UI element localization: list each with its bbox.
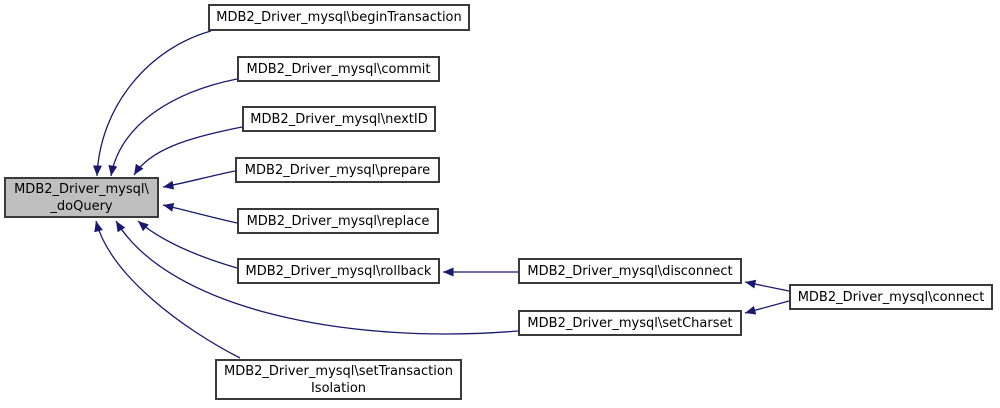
edge-nextid-to-doquery xyxy=(133,126,243,176)
edge-rollback-to-doquery xyxy=(137,220,238,269)
node-nextid[interactable]: MDB2_Driver_mysql\nextID xyxy=(242,106,436,132)
node-replace[interactable]: MDB2_Driver_mysql\replace xyxy=(237,208,439,234)
edge-commit-to-doquery xyxy=(108,78,238,177)
node-settransactionisolation-label-line2: Isolation xyxy=(310,380,367,396)
edge-connect-to-disconnect xyxy=(744,279,790,292)
node-commit-label: MDB2_Driver_mysql\commit xyxy=(246,61,431,77)
edge-settransactionisolation-to-doquery xyxy=(94,220,241,359)
node-setcharset[interactable]: MDB2_Driver_mysql\setCharset xyxy=(518,310,742,336)
edge-replace-to-doquery xyxy=(162,202,238,224)
node-doquery-label-line2: _doQuery xyxy=(50,198,113,214)
edge-connect-to-setcharset xyxy=(744,300,790,315)
node-replace-label: MDB2_Driver_mysql\replace xyxy=(246,213,430,229)
node-begintransaction[interactable]: MDB2_Driver_mysql\beginTransaction xyxy=(208,4,470,31)
node-commit[interactable]: MDB2_Driver_mysql\commit xyxy=(237,56,440,82)
node-connect-label: MDB2_Driver_mysql\connect xyxy=(797,289,985,305)
node-rollback-label: MDB2_Driver_mysql\rollback xyxy=(245,263,432,279)
node-begintransaction-label: MDB2_Driver_mysql\beginTransaction xyxy=(216,10,462,25)
node-connect[interactable]: MDB2_Driver_mysql\connect xyxy=(789,284,993,310)
edge-begintransaction-to-doquery xyxy=(92,30,212,177)
edge-prepare-to-doquery xyxy=(162,170,236,190)
node-doquery: MDB2_Driver_mysql\ _doQuery xyxy=(4,177,159,218)
node-prepare[interactable]: MDB2_Driver_mysql\prepare xyxy=(235,157,440,183)
node-prepare-label: MDB2_Driver_mysql\prepare xyxy=(244,162,431,178)
node-nextid-label: MDB2_Driver_mysql\nextID xyxy=(250,111,428,127)
node-disconnect[interactable]: MDB2_Driver_mysql\disconnect xyxy=(518,258,742,284)
node-setcharset-label: MDB2_Driver_mysql\setCharset xyxy=(527,315,733,331)
node-settransactionisolation[interactable]: MDB2_Driver_mysql\setTransaction Isolati… xyxy=(215,359,462,400)
node-doquery-label-line1: MDB2_Driver_mysql\ xyxy=(14,181,149,197)
node-settransactionisolation-label-line1: MDB2_Driver_mysql\setTransaction xyxy=(223,363,454,379)
node-rollback[interactable]: MDB2_Driver_mysql\rollback xyxy=(237,258,440,284)
node-disconnect-label: MDB2_Driver_mysql\disconnect xyxy=(527,263,733,279)
